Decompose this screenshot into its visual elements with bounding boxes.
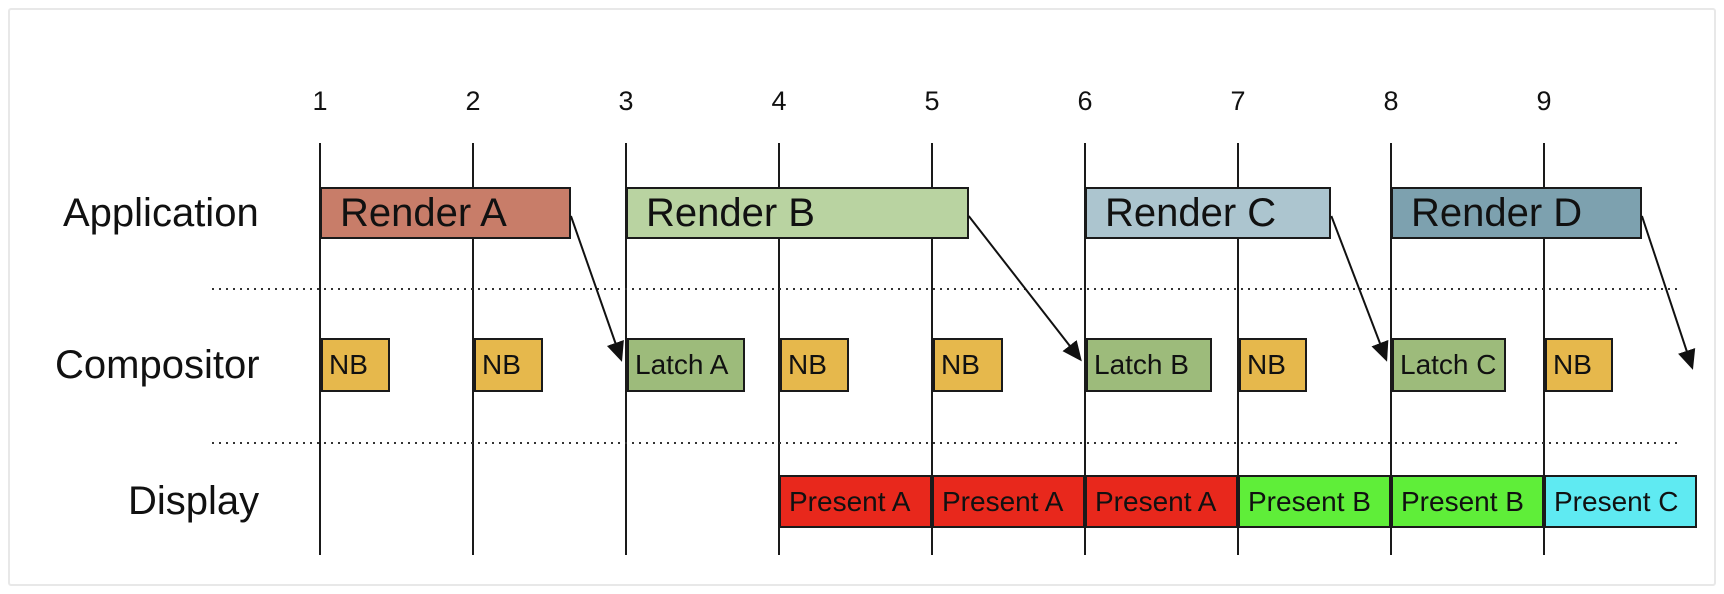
compositor-latch-box: Latch A (627, 338, 745, 392)
timeline-line (625, 143, 627, 555)
compositor-nb-box: NB (321, 338, 390, 392)
compositor-latch-box: Latch C (1392, 338, 1506, 392)
timeline-tick-label: 9 (1536, 86, 1552, 116)
diagram-frame-border (8, 8, 1716, 586)
timeline-line (931, 143, 933, 555)
row-label-compositor: Compositor (55, 342, 260, 387)
timeline-tick-label: 6 (1077, 86, 1093, 116)
display-present-box: Present B (1238, 475, 1391, 528)
timeline-line (472, 143, 474, 555)
row-label-application: Application (63, 190, 259, 235)
compositor-nb-box: NB (1239, 338, 1307, 392)
timeline-line (319, 143, 321, 555)
timeline-line (1237, 143, 1239, 555)
timeline-tick-label: 1 (312, 86, 328, 116)
display-present-box: Present A (779, 475, 932, 528)
compositor-nb-box: NB (933, 338, 1003, 392)
timeline-tick-label: 8 (1383, 86, 1399, 116)
display-present-box: Present A (932, 475, 1085, 528)
display-present-box: Present B (1391, 475, 1544, 528)
compositor-nb-box: NB (474, 338, 543, 392)
separator-application-compositor (212, 288, 1677, 290)
display-present-box: Present C (1544, 475, 1697, 528)
row-label-display: Display (128, 479, 260, 523)
app-render-box: Render C (1085, 187, 1332, 239)
app-render-box: Render A (320, 187, 571, 239)
timeline-tick-label: 2 (465, 86, 481, 116)
separator-compositor-display (212, 442, 1677, 444)
timeline-line (1390, 143, 1392, 555)
compositor-nb-box: NB (1545, 338, 1613, 392)
display-present-box: Present A (1085, 475, 1238, 528)
timeline-line (1543, 143, 1545, 555)
timeline-tick-label: 3 (618, 86, 634, 116)
compositor-nb-box: NB (780, 338, 849, 392)
timeline-line (778, 143, 780, 555)
timeline-tick-label: 5 (924, 86, 940, 116)
timeline-tick-label: 7 (1230, 86, 1246, 116)
app-render-box: Render B (626, 187, 969, 239)
timeline-line (1084, 143, 1086, 555)
timeline-tick-label: 4 (771, 86, 787, 116)
compositor-latch-box: Latch B (1086, 338, 1212, 392)
app-render-box: Render D (1391, 187, 1642, 239)
